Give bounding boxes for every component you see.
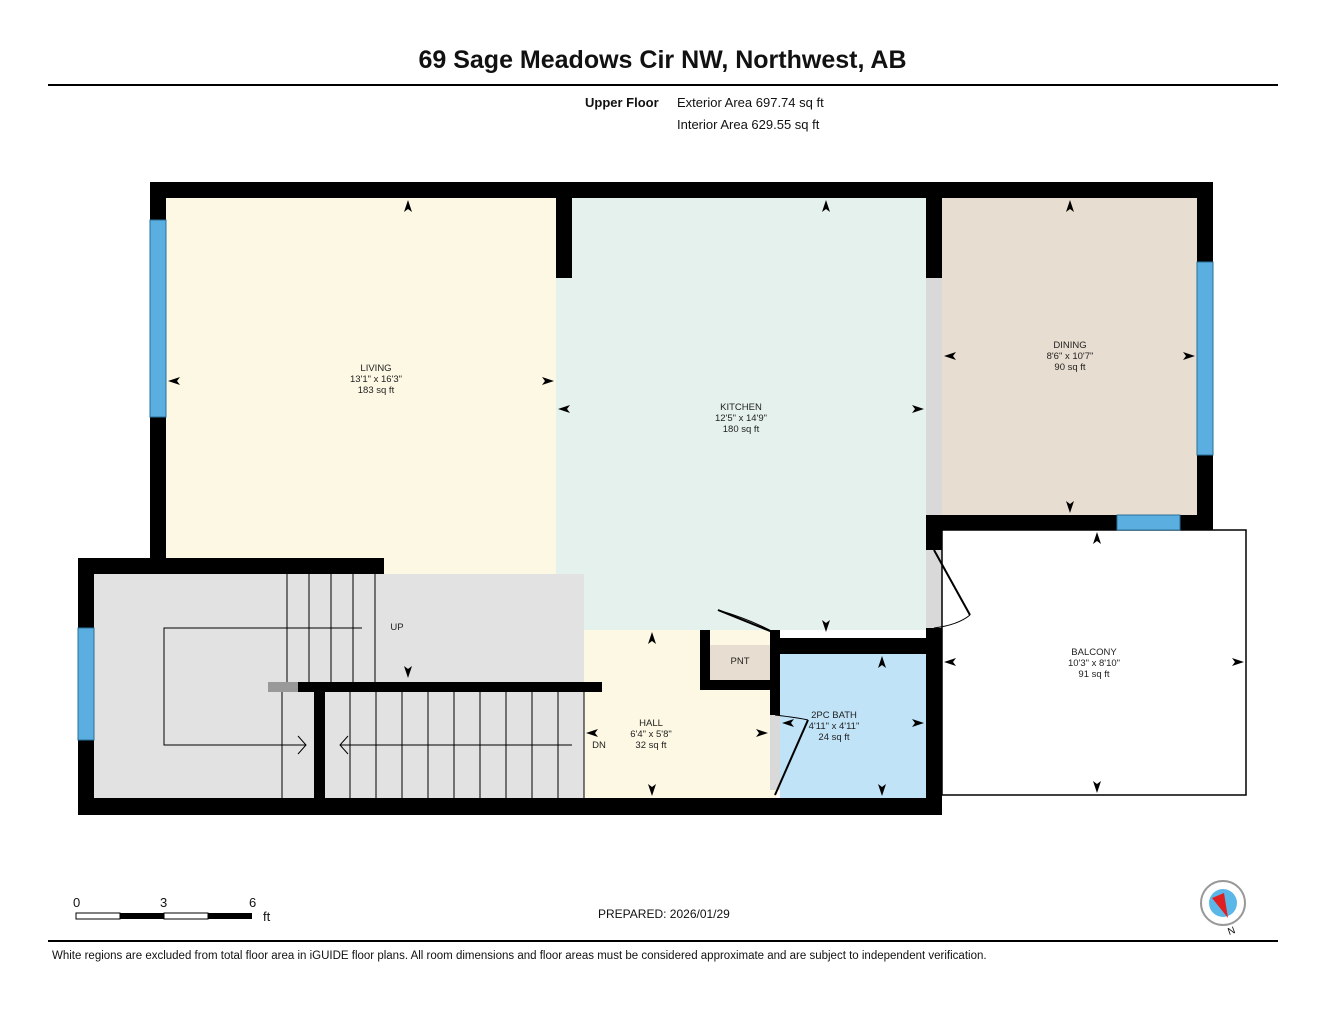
room-bath: 2PC BATH 4'11" x 4'11" 24 sq ft [809, 710, 860, 743]
kitchen-area [556, 198, 926, 630]
room-name: DINING [1053, 340, 1087, 351]
bath-door-opening [770, 715, 780, 790]
room-name: 2PC BATH [811, 710, 857, 721]
footer-divider [48, 940, 1278, 942]
windows [77, 219, 1214, 741]
room-area: 32 sq ft [635, 740, 667, 751]
prepared-date: PREPARED: 2026/01/29 [598, 907, 730, 921]
floor-name: Upper Floor [585, 95, 659, 110]
balcony-door-opening [926, 550, 942, 628]
room-area: 91 sq ft [1078, 669, 1110, 680]
stairs-up-label: UP [390, 622, 404, 633]
walls [78, 182, 1213, 815]
room-dims: 13'1" x 16'3" [349, 374, 403, 385]
interior-area: Interior Area 629.55 sq ft [677, 117, 820, 132]
scale-bar [75, 912, 252, 920]
room-area: 183 sq ft [357, 385, 395, 396]
balcony-outline [941, 529, 1247, 796]
kitchen-dining-opening [926, 278, 942, 515]
room-hall: HALL 6'4" x 5'8" 32 sq ft [630, 718, 672, 751]
room-name: BALCONY [1071, 647, 1117, 658]
pantry-area [710, 645, 770, 680]
room-area: 90 sq ft [1054, 362, 1086, 373]
room-name: HALL [639, 718, 663, 729]
room-dims: 12'5" x 14'9" [714, 413, 768, 424]
room-name: KITCHEN [720, 402, 762, 413]
room-dims: 4'11" x 4'11" [808, 721, 860, 732]
scale-unit: ft [263, 909, 271, 924]
room-pantry: PNT [730, 656, 750, 667]
room-area: 180 sq ft [722, 424, 760, 435]
page-title: 69 Sage Meadows Cir NW, Northwest, AB [418, 46, 907, 74]
room-area: 24 sq ft [818, 732, 850, 743]
room-balcony: BALCONY 10'3" x 8'10" 91 sq ft [1068, 647, 1120, 680]
window [77, 627, 95, 741]
room-living: LIVING 13'1" x 16'3" 183 sq ft [350, 363, 402, 396]
room-dims: 8'6" x 10'7" [1046, 351, 1094, 362]
dining-area [942, 198, 1197, 515]
window [149, 219, 167, 418]
window [1196, 261, 1214, 456]
door-swings [717, 549, 971, 796]
room-dims: 6'4" x 5'8" [630, 729, 672, 740]
header-divider [48, 84, 1278, 86]
disclaimer: White regions are excluded from total fl… [52, 950, 987, 962]
stairs-down-label: DN [592, 740, 606, 751]
room-kitchen: KITCHEN 12'5" x 14'9" 180 sq ft [715, 402, 767, 435]
scale-tick: 3 [160, 895, 168, 910]
stair-treads [163, 574, 585, 798]
exterior-area: Exterior Area 697.74 sq ft [677, 95, 824, 110]
scale-tick: 6 [249, 895, 257, 910]
room-name: LIVING [360, 363, 392, 374]
dimension-arrows [168, 200, 1244, 796]
compass-icon [1200, 880, 1246, 926]
window [1116, 514, 1181, 531]
room-dining: DINING 8'6" x 10'7" 90 sq ft [1047, 340, 1094, 373]
scale-tick: 0 [73, 895, 81, 910]
room-dims: 10'3" x 8'10" [1067, 658, 1121, 669]
